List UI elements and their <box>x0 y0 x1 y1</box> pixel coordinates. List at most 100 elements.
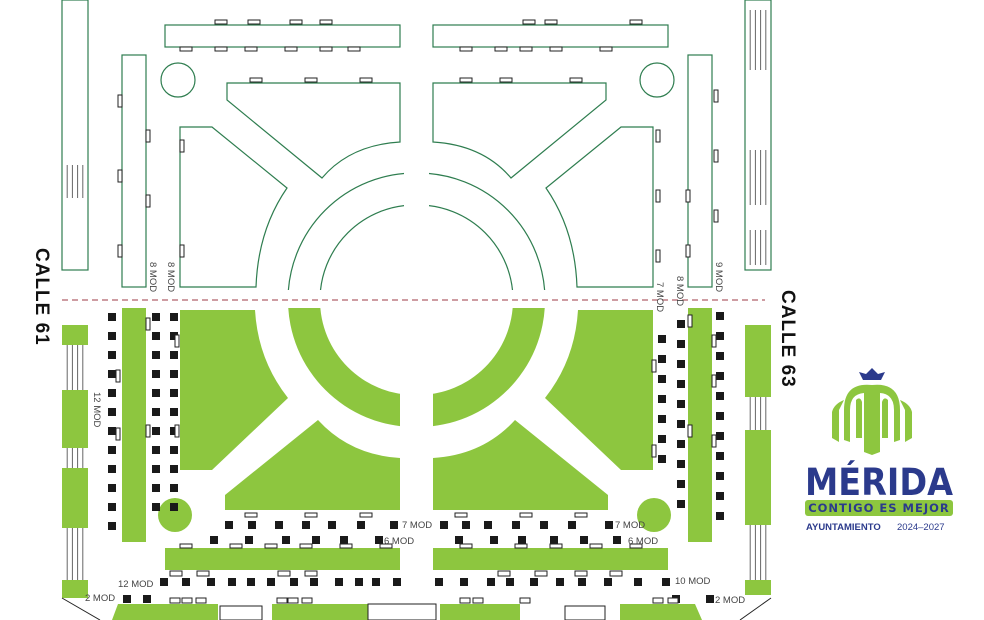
vendor-module-square <box>716 372 724 380</box>
bench <box>229 543 243 549</box>
vendor-module-square <box>170 351 178 359</box>
vendor-module-square <box>484 521 492 529</box>
vendor-module-square <box>658 435 666 443</box>
vendor-module-square <box>677 480 685 488</box>
vendor-module-square <box>152 446 160 454</box>
vendor-module-square <box>152 351 160 359</box>
vendor-module-square <box>677 320 685 328</box>
vendor-module-square <box>108 465 116 473</box>
bench <box>711 374 717 388</box>
vendor-module-square <box>282 536 290 544</box>
vendor-module-square <box>460 578 468 586</box>
bench <box>549 46 563 52</box>
bench <box>651 444 657 458</box>
vendor-module-square <box>634 578 642 586</box>
bench <box>655 129 661 143</box>
bench <box>667 597 679 604</box>
vendor-module-square <box>170 465 178 473</box>
bench <box>179 543 193 549</box>
vendor-module-square <box>677 420 685 428</box>
merida-logo: MÉRIDA CONTIGO ES MEJOR AYUNTAMIENTO 202… <box>805 368 953 533</box>
bench <box>304 77 318 83</box>
vendor-module-square <box>182 578 190 586</box>
bench <box>651 359 657 373</box>
lower-plaza-green <box>61 300 772 620</box>
bottom-right-garden <box>418 300 653 510</box>
vendor-module-square <box>556 578 564 586</box>
vendor-module-square <box>357 521 365 529</box>
vendor-module-square <box>108 351 116 359</box>
bottom-left-strip <box>165 548 400 570</box>
top-right-vertical-strip <box>687 54 713 288</box>
bench <box>359 77 373 83</box>
bottom-right-strip <box>433 548 668 570</box>
top-right-garden <box>418 83 653 300</box>
mod-label: 7 MOD <box>615 520 645 531</box>
top-right-bench-strip <box>432 24 669 48</box>
vendor-module-square <box>716 472 724 480</box>
bench <box>685 189 691 203</box>
vendor-module-square <box>518 536 526 544</box>
vendor-module-square <box>170 503 178 511</box>
bench <box>589 543 603 549</box>
vendor-module-square <box>677 380 685 388</box>
bench <box>145 194 151 208</box>
bench <box>214 19 228 25</box>
vendor-module-square <box>302 521 310 529</box>
vendor-module-square <box>662 578 670 586</box>
vendor-module-square <box>340 536 348 544</box>
vendor-module-square <box>540 521 548 529</box>
vendor-module-square <box>312 536 320 544</box>
vendor-module-square <box>613 536 621 544</box>
vendor-module-square <box>435 578 443 586</box>
bench <box>181 597 193 604</box>
logo-emblem-icon <box>832 368 912 455</box>
bench <box>629 543 643 549</box>
vendor-module-square <box>248 521 256 529</box>
vendor-module-square <box>152 503 160 511</box>
vendor-module-square <box>210 536 218 544</box>
mod-label: 7 MOD <box>402 520 432 531</box>
vendor-module-square <box>604 578 612 586</box>
vendor-module-square <box>568 521 576 529</box>
mod-label: 6 MOD <box>384 536 414 547</box>
bottom-edge-outlines <box>61 597 772 620</box>
bench <box>247 19 261 25</box>
mod-label: 8 MOD <box>165 262 176 292</box>
bench <box>629 19 643 25</box>
vendor-module-square <box>245 536 253 544</box>
vendor-module-square <box>706 595 714 603</box>
vendor-module-square <box>152 332 160 340</box>
bench <box>145 129 151 143</box>
top-left-bench-strip <box>164 24 401 48</box>
vendor-module-square <box>290 578 298 586</box>
vendor-module-square <box>170 313 178 321</box>
vendor-module-square <box>580 536 588 544</box>
vendor-module-square <box>716 352 724 360</box>
bottom-left-fountain <box>158 498 192 532</box>
vendor-module-square <box>143 595 151 603</box>
vendor-module-square <box>108 332 116 340</box>
vendor-modules <box>108 312 724 603</box>
bottom-edge-gardens <box>112 604 702 620</box>
bench <box>514 543 528 549</box>
left-walkway-bottom <box>62 325 88 598</box>
bench <box>459 543 473 549</box>
bench <box>244 46 258 52</box>
bench <box>499 77 513 83</box>
vendor-module-square <box>267 578 275 586</box>
vendor-module-square <box>677 500 685 508</box>
vendor-module-square <box>152 313 160 321</box>
bench <box>599 46 613 52</box>
vendor-module-square <box>152 370 160 378</box>
bench <box>685 244 691 258</box>
bench <box>244 512 258 518</box>
bench <box>301 597 313 604</box>
bench <box>574 512 588 518</box>
vendor-module-square <box>108 370 116 378</box>
bench <box>549 543 563 549</box>
bench <box>519 46 533 52</box>
bench <box>544 19 558 25</box>
vendor-module-square <box>530 578 538 586</box>
